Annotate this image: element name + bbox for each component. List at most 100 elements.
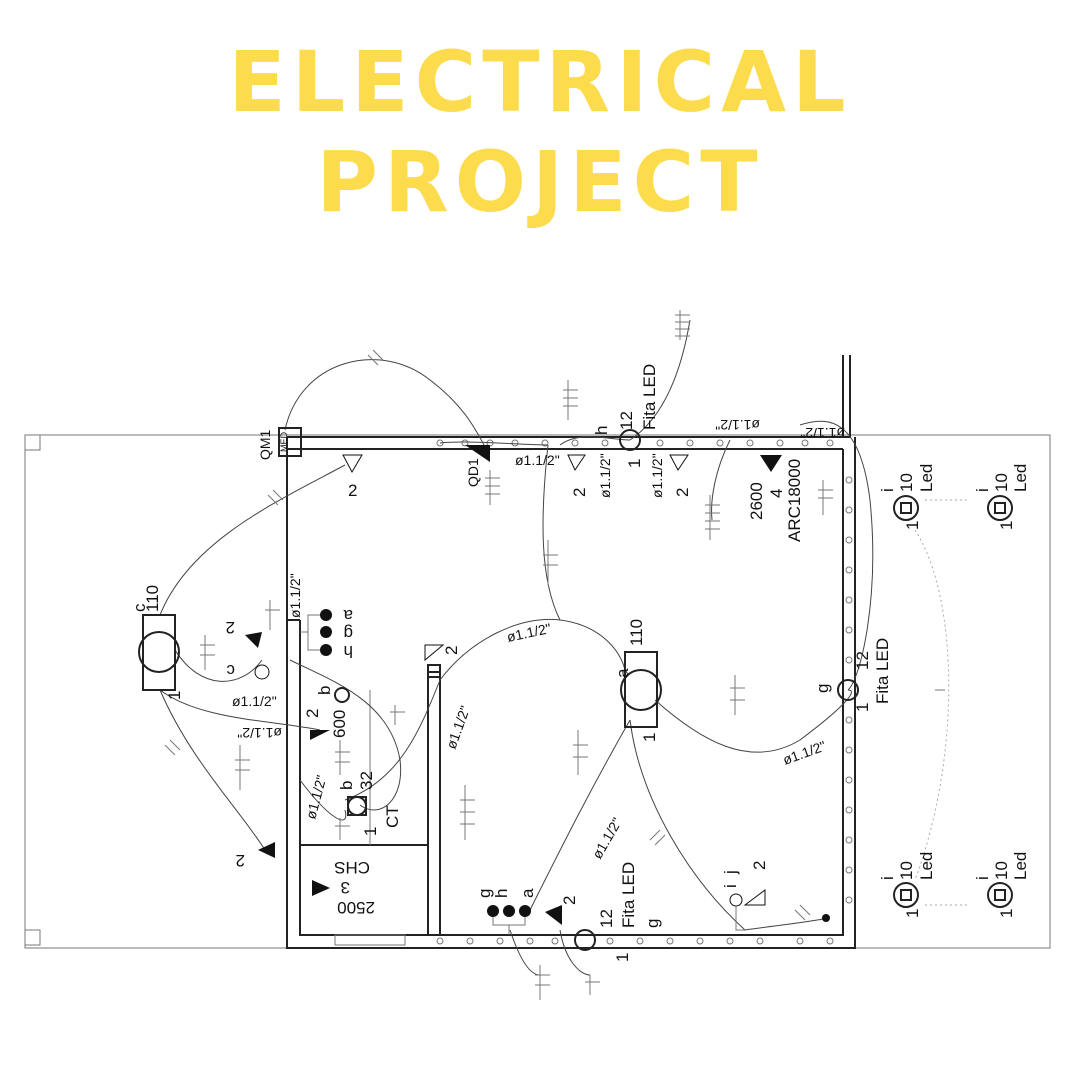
fixture-c-power: 110 bbox=[143, 585, 162, 612]
light-b-upper bbox=[334, 687, 350, 703]
shower-power: 600 bbox=[330, 710, 349, 738]
meter-label: MED bbox=[279, 432, 289, 453]
conduit-label: ø1.1/2" bbox=[589, 815, 625, 862]
led-power: 10 bbox=[992, 473, 1011, 492]
led-strip-point-g bbox=[837, 679, 859, 701]
switch-letter: a bbox=[518, 888, 537, 898]
led-strip-point-bottom bbox=[574, 929, 596, 951]
outlet-number: 2 bbox=[348, 481, 357, 500]
switch-c-letter: c bbox=[226, 661, 235, 680]
conduit-label: ø1.1/2" bbox=[232, 693, 277, 709]
conduit-label: ø1.1/2" bbox=[781, 737, 828, 767]
exterior-led-4: i 10 Led 1 bbox=[973, 852, 1030, 918]
switch-group-agh: a g h bbox=[300, 606, 353, 661]
led-strip-right bbox=[845, 476, 853, 904]
fixture-c-circuit: 1 bbox=[165, 691, 184, 700]
switch-c bbox=[254, 664, 270, 680]
led-circuit: 1 bbox=[997, 909, 1016, 918]
switch-letter: g bbox=[344, 624, 353, 643]
led-power: 10 bbox=[992, 861, 1011, 880]
led-power: 10 bbox=[897, 473, 916, 492]
led-id: i bbox=[973, 488, 992, 492]
shower-outlet bbox=[310, 730, 330, 740]
led-h-circuit: 1 bbox=[625, 459, 644, 468]
chs-power: 2500 bbox=[337, 898, 375, 917]
led-id: i bbox=[878, 488, 897, 492]
exterior-led-1: i 10 Led 1 bbox=[878, 464, 936, 530]
door-opening bbox=[334, 934, 406, 946]
outlet bbox=[245, 632, 262, 648]
conduit-label: ø1.1/2" bbox=[237, 725, 282, 741]
outlet-number: 2 bbox=[226, 618, 235, 637]
led-circuit: 1 bbox=[903, 521, 922, 530]
shower-circuit: 2 bbox=[303, 709, 322, 718]
outlet bbox=[743, 889, 766, 906]
corner-mark bbox=[24, 434, 41, 451]
light-b-upper-id: b bbox=[315, 686, 334, 695]
led-label: Led bbox=[917, 852, 936, 880]
conduit-label: ø1.1/2" bbox=[515, 452, 560, 468]
led-strip-top bbox=[436, 439, 834, 447]
outlet-number: 2 bbox=[442, 646, 461, 655]
conduit-label: ø1.1/2" bbox=[800, 425, 845, 441]
led-g-label: Fita LED bbox=[873, 638, 892, 704]
light-fixture-c bbox=[142, 614, 176, 691]
switch-letter: j bbox=[721, 870, 740, 875]
ct-label: CT bbox=[383, 805, 402, 828]
title-line-1: ELECTRICAL bbox=[228, 33, 852, 131]
led-label: Led bbox=[1011, 464, 1030, 492]
outlet bbox=[669, 454, 689, 471]
column bbox=[427, 664, 441, 678]
led-strip-point-h bbox=[619, 429, 641, 451]
led-bottom-switch: g bbox=[643, 919, 662, 928]
outlet-number: 2 bbox=[673, 488, 692, 497]
meter-box bbox=[278, 427, 302, 457]
led-bottom-circuit: 1 bbox=[613, 953, 632, 962]
switch-letter: a bbox=[343, 606, 353, 625]
chs-circuit: 3 bbox=[341, 878, 350, 897]
light-b-lower-power: 32 bbox=[357, 771, 376, 790]
chs-label: CHS bbox=[334, 858, 370, 877]
conduit-label: ø1.1/2" bbox=[649, 453, 665, 498]
led-circuit: 1 bbox=[997, 521, 1016, 530]
led-strip-bottom bbox=[436, 937, 834, 945]
wire-ticks bbox=[164, 310, 945, 1000]
switch-letter: i bbox=[721, 884, 740, 888]
fixture-c-id: c bbox=[130, 603, 149, 612]
wiring bbox=[159, 319, 874, 976]
ac-circuit: 4 bbox=[767, 489, 786, 498]
light-fixture-a bbox=[624, 651, 658, 728]
qd1-panel bbox=[465, 445, 490, 462]
outlet-number: 2 bbox=[570, 488, 589, 497]
fixture-a-circuit: 1 bbox=[640, 733, 659, 742]
led-circuit: 1 bbox=[903, 909, 922, 918]
led-bottom-power: 12 bbox=[597, 909, 616, 928]
outlet-number: 2 bbox=[236, 851, 245, 870]
qd1-label: QD1 bbox=[465, 458, 481, 487]
title-line-2: PROJECT bbox=[316, 133, 764, 231]
conduit-label: ø1.1/2" bbox=[302, 773, 329, 820]
switch-letter: h bbox=[344, 642, 353, 661]
switch-letter: h bbox=[492, 889, 511, 898]
led-g-id: g bbox=[813, 684, 832, 693]
ac-outlet bbox=[760, 455, 782, 472]
led-g-power: 12 bbox=[853, 651, 872, 670]
led-h-label: Fita LED bbox=[640, 364, 659, 430]
junction bbox=[822, 914, 830, 922]
fixture-a-power: 110 bbox=[627, 619, 646, 646]
qm1-label: QM1 bbox=[257, 429, 273, 460]
exterior-led-3: i 10 Led 1 bbox=[878, 852, 936, 918]
conduit-label: ø1.1/2" bbox=[505, 620, 552, 645]
chs-outlet bbox=[312, 880, 330, 896]
switch-letter: g bbox=[475, 889, 494, 898]
led-h-power: 12 bbox=[617, 411, 636, 430]
led-power: 10 bbox=[897, 861, 916, 880]
outlet bbox=[567, 454, 586, 472]
conduit-label: ø1.1/2" bbox=[443, 704, 473, 751]
exterior-led-2: i 10 Led 1 bbox=[973, 464, 1030, 530]
outer-wall bbox=[286, 437, 856, 949]
ac-label: ARC18000 bbox=[785, 459, 804, 542]
led-label: Led bbox=[917, 464, 936, 492]
led-bottom-label: Fita LED bbox=[619, 862, 638, 928]
